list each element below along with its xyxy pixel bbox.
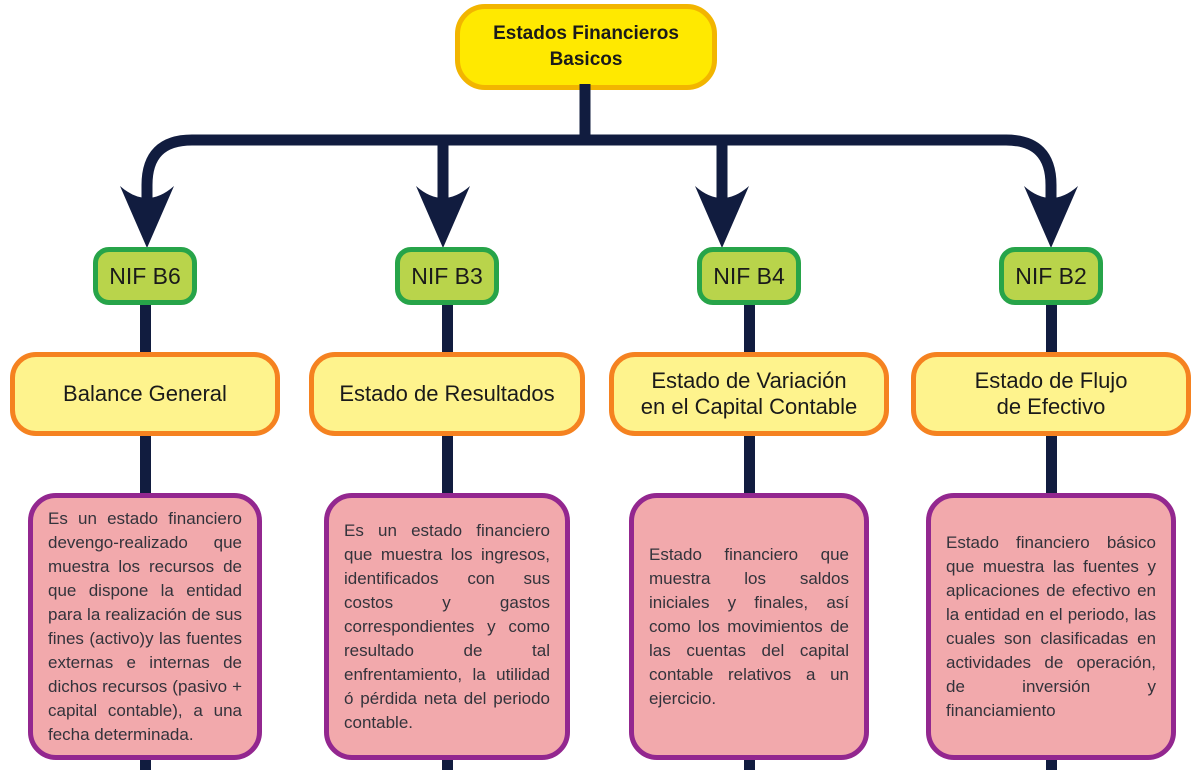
connector-stem xyxy=(743,760,755,770)
connector-tree xyxy=(120,84,1078,248)
statement-description: Es un estado financiero que muestra los … xyxy=(344,520,550,732)
connector-stem xyxy=(1045,305,1057,352)
statement-description-box: Es un estado financiero devengo-realizad… xyxy=(28,493,262,760)
connector-stem xyxy=(743,305,755,352)
statement-description-box: Estado financiero básico que muestra las… xyxy=(926,493,1176,760)
nif-badge: NIF B3 xyxy=(395,247,499,305)
nif-badge: NIF B4 xyxy=(697,247,801,305)
nif-badge: NIF B6 xyxy=(93,247,197,305)
connector-stem xyxy=(441,760,453,770)
branch-column-estado-de-resultados: NIF B3 Estado de Resultados Es un estado… xyxy=(307,247,587,770)
statement-title-box: Estado de Flujo de Efectivo xyxy=(911,352,1191,436)
arrowhead-icon-3 xyxy=(695,186,749,248)
branch-column-balance-general: NIF B6 Balance General Es un estado fina… xyxy=(5,247,285,770)
connector-stem xyxy=(139,305,151,352)
connector-stem xyxy=(441,305,453,352)
statement-description-box: Estado financiero que muestra los saldos… xyxy=(629,493,869,760)
connector-stem xyxy=(139,436,151,493)
statement-description: Estado financiero que muestra los saldos… xyxy=(649,544,849,708)
root-node-title: Estados Financieros Basicos xyxy=(493,23,679,70)
nif-badge-label: NIF B6 xyxy=(109,262,181,289)
statement-description: Es un estado financiero devengo-realizad… xyxy=(48,508,242,744)
arrowhead-icon-2 xyxy=(416,186,470,248)
nif-badge: NIF B2 xyxy=(999,247,1103,305)
arrowhead-icon-1 xyxy=(120,186,174,248)
statement-title-box: Estado de Resultados xyxy=(309,352,585,436)
nif-badge-label: NIF B3 xyxy=(411,262,483,289)
statement-title: Estado de Resultados xyxy=(339,381,555,407)
statement-title: Estado de Variación en el Capital Contab… xyxy=(640,368,858,419)
connector-stem xyxy=(1045,760,1057,770)
statement-title-box: Estado de Variación en el Capital Contab… xyxy=(609,352,889,436)
statement-description-box: Es un estado financiero que muestra los … xyxy=(324,493,570,760)
arrowhead-icon-4 xyxy=(1024,186,1078,248)
nif-badge-label: NIF B4 xyxy=(713,262,785,289)
nif-badge-label: NIF B2 xyxy=(1015,262,1087,289)
statement-title: Estado de Flujo de Efectivo xyxy=(974,368,1128,419)
statement-title-box: Balance General xyxy=(10,352,280,436)
connector-stem xyxy=(1045,436,1057,493)
statement-title: Balance General xyxy=(63,381,227,407)
connector-stem xyxy=(441,436,453,493)
root-node-estados-financieros: Estados Financieros Basicos xyxy=(455,4,717,90)
connector-stem xyxy=(743,436,755,493)
connector-stem xyxy=(139,760,151,770)
statement-description: Estado financiero básico que muestra las… xyxy=(946,532,1156,720)
branch-column-flujo-de-efectivo: NIF B2 Estado de Flujo de Efectivo Estad… xyxy=(911,247,1191,770)
branch-column-variacion-capital-contable: NIF B4 Estado de Variación en el Capital… xyxy=(609,247,889,770)
connector-horizontal-bar xyxy=(141,134,1057,198)
